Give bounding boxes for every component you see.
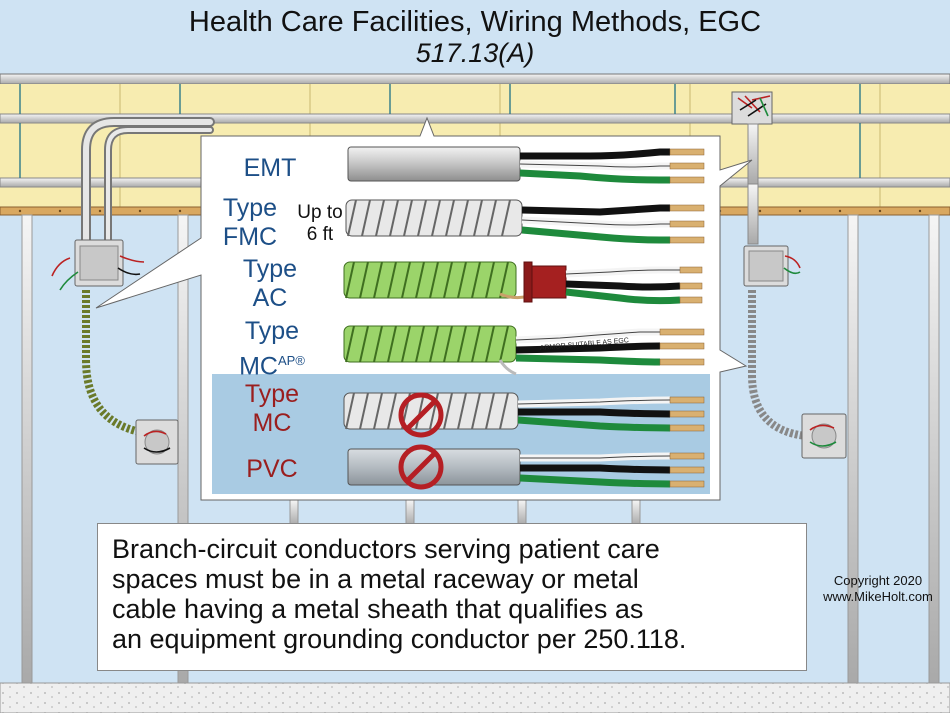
prohibited-icon (398, 444, 444, 490)
ceiling-junction-box (731, 91, 773, 245)
mcap-cable (343, 325, 705, 376)
mc-cable (343, 392, 705, 432)
pvc-raceway (347, 448, 705, 488)
callout-line: an equipment grounding conductor per 250… (112, 624, 687, 654)
emt-raceway (347, 146, 705, 184)
callout-line: Branch-circuit conductors serving patien… (112, 534, 660, 564)
label-mcap: Type MCAP® (239, 317, 305, 381)
rule-callout: Branch-circuit conductors serving patien… (97, 523, 807, 671)
label-ac: Type AC (242, 255, 298, 312)
left-device-box (135, 419, 179, 465)
callout-line: spaces must be in a metal raceway or met… (112, 564, 639, 594)
right-flex-conduit (748, 290, 807, 440)
copyright-notice: Copyright 2020 www.MikeHolt.com (823, 573, 933, 604)
left-raceway (81, 117, 215, 245)
left-flex-armor (82, 290, 141, 436)
page-title: Health Care Facilities, Wiring Methods, … (188, 6, 762, 38)
callout-line: cable having a metal sheath that qualifi… (112, 594, 644, 624)
right-junction-box (743, 245, 801, 287)
label-pvc: PVC (246, 455, 298, 483)
ac-cable (343, 261, 703, 305)
label-mc: Type MC (244, 380, 300, 437)
left-junction-box (51, 239, 145, 291)
code-reference: 517.13(A) (415, 38, 535, 68)
prohibited-icon (398, 392, 444, 438)
floor (0, 682, 950, 713)
label-emt: EMT (243, 154, 297, 182)
label-fmc: Type FMC (222, 194, 278, 251)
fmc-raceway (345, 199, 705, 244)
fmc-length-note: Up to 6 ft (297, 202, 343, 245)
right-device-box (801, 413, 847, 459)
